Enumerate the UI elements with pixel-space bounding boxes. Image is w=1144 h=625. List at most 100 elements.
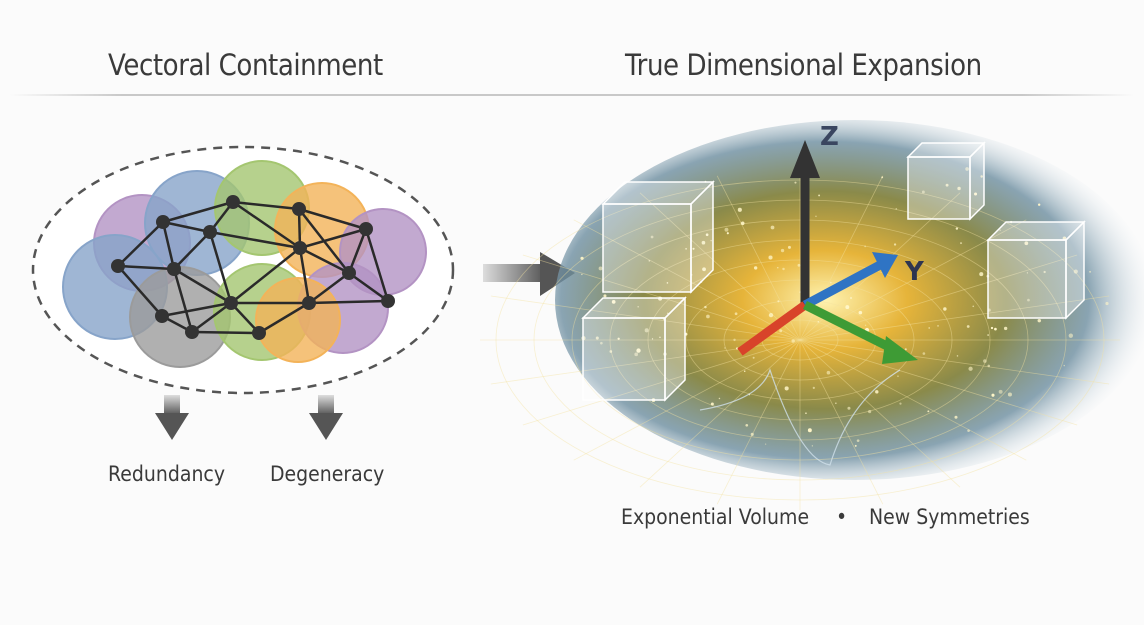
star	[581, 273, 583, 276]
caption-exponential-volume: Exponential Volume	[621, 505, 810, 529]
graph-edge	[347, 228, 368, 274]
star	[735, 347, 739, 350]
star	[600, 341, 603, 345]
star	[980, 175, 983, 178]
caption-separator: •	[836, 505, 848, 529]
star	[807, 428, 812, 433]
graph-node	[185, 325, 199, 339]
cubes	[581, 141, 1086, 402]
star	[1027, 298, 1030, 302]
graph-edge	[308, 299, 389, 305]
star	[734, 312, 738, 316]
grid-ring	[647, 259, 953, 421]
star	[609, 350, 613, 353]
star	[805, 412, 807, 415]
star	[702, 267, 706, 272]
graph-edge	[117, 264, 175, 271]
star	[1063, 364, 1065, 367]
star	[835, 402, 837, 405]
outcome-degeneracy: Degeneracy	[270, 462, 385, 486]
grid-ring	[571, 219, 1029, 461]
star	[603, 294, 607, 298]
star	[817, 321, 819, 323]
down-arrow-icon	[309, 395, 343, 440]
graph-node	[293, 241, 307, 255]
star	[726, 232, 729, 235]
graph-edge	[209, 230, 301, 250]
star	[928, 327, 931, 329]
graph-edge	[117, 265, 163, 317]
star	[650, 235, 654, 239]
x-axis	[737, 301, 808, 356]
star	[777, 300, 780, 303]
graph-edge	[173, 267, 232, 305]
star	[945, 183, 949, 187]
star	[659, 336, 661, 339]
graph-node	[203, 225, 217, 239]
star	[744, 370, 746, 372]
star	[634, 352, 639, 357]
graph-edge	[161, 221, 176, 270]
star	[966, 325, 970, 328]
star	[921, 190, 925, 194]
star	[710, 239, 712, 242]
star	[1073, 269, 1078, 274]
star	[990, 326, 994, 330]
star	[794, 181, 797, 184]
star	[904, 348, 907, 351]
star	[737, 207, 742, 212]
grid-ray	[573, 219, 801, 341]
star	[611, 300, 616, 304]
star	[943, 307, 947, 311]
star	[1043, 270, 1046, 274]
star	[777, 266, 779, 269]
star	[705, 233, 709, 237]
grid-ray	[799, 339, 884, 505]
down-arrow-icon	[155, 395, 189, 440]
grid-ray	[639, 192, 801, 341]
y-axis-label: Y	[904, 257, 925, 287]
graph-node	[155, 309, 169, 323]
star	[956, 355, 959, 357]
star	[826, 370, 831, 375]
star	[967, 429, 970, 432]
star	[922, 352, 926, 355]
z-axis-label: Z	[820, 122, 839, 152]
caption-new-symmetries: New Symmetries	[869, 505, 1030, 529]
star	[704, 305, 707, 309]
graph-edge	[298, 207, 367, 231]
grid-ray	[799, 339, 1110, 385]
grid-ray	[799, 339, 1027, 461]
star	[957, 186, 961, 191]
star	[782, 267, 785, 271]
star	[750, 432, 754, 436]
star	[937, 325, 939, 327]
grid-ray	[573, 339, 801, 461]
star	[768, 312, 774, 318]
embedding-circle	[255, 277, 341, 363]
graph-edge	[232, 200, 301, 250]
star	[637, 305, 639, 308]
star	[706, 314, 710, 319]
star	[784, 386, 789, 391]
g-axis	[802, 300, 898, 355]
star	[787, 245, 791, 249]
star	[651, 338, 654, 340]
star	[897, 375, 899, 377]
star	[1068, 333, 1074, 338]
star	[1037, 203, 1041, 206]
star	[733, 338, 736, 342]
grid-ring	[685, 279, 915, 401]
graph-edge	[232, 200, 300, 211]
star	[895, 208, 897, 210]
star	[580, 256, 584, 260]
graph-node	[224, 296, 238, 310]
star	[864, 245, 867, 248]
star	[764, 443, 767, 445]
axes-icon: Z Y	[737, 122, 925, 364]
graph-node	[342, 266, 356, 280]
graph-node	[381, 294, 395, 308]
star	[858, 310, 863, 315]
star	[994, 327, 997, 331]
star	[987, 334, 990, 337]
